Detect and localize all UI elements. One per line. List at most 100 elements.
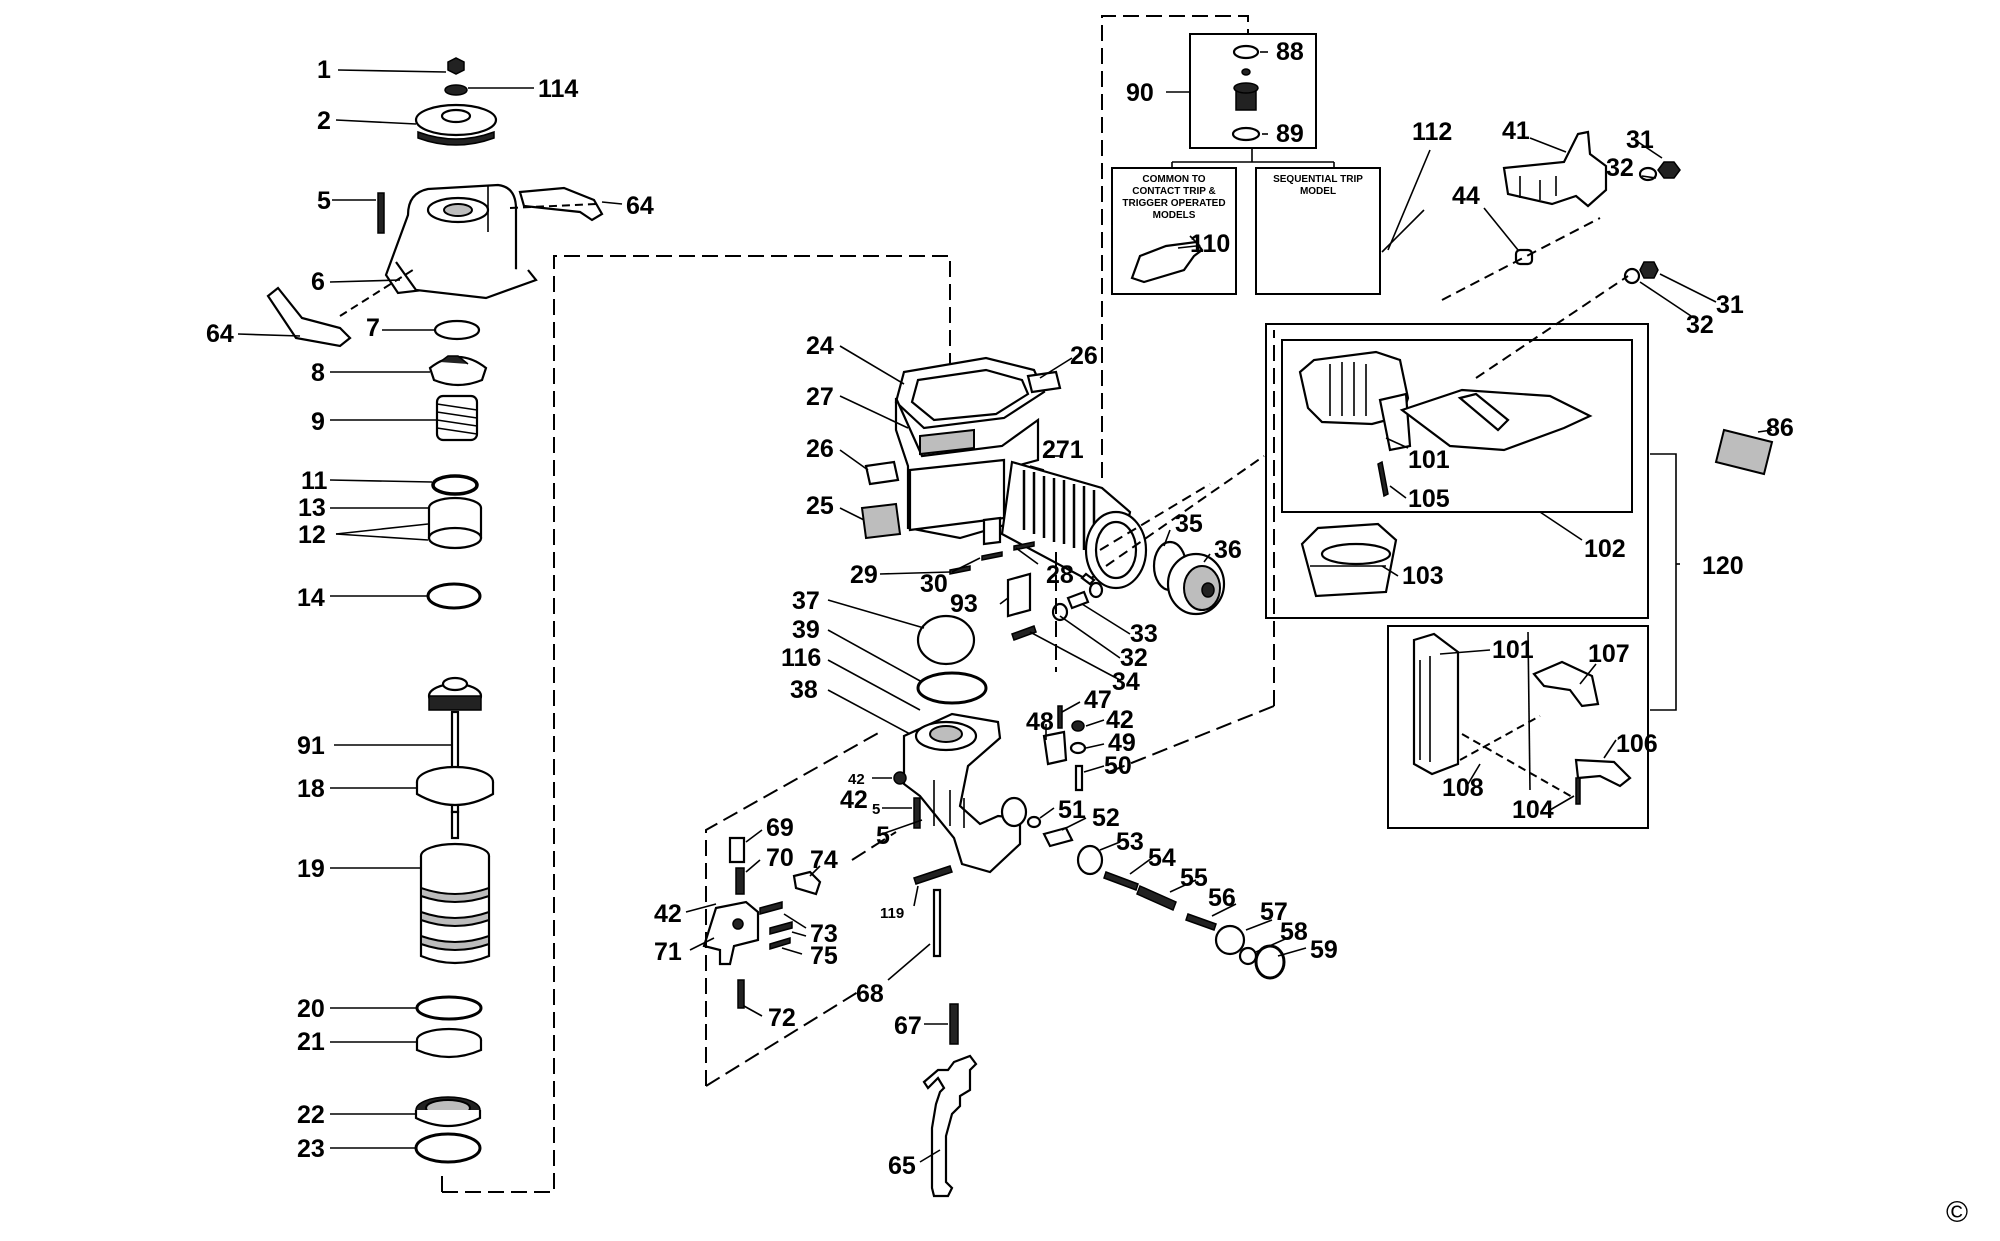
callout-110: 110	[1190, 230, 1230, 258]
callout-27: 27	[806, 383, 834, 411]
callout-65: 65	[888, 1152, 916, 1180]
callout-112: 112	[1412, 118, 1452, 146]
dashed-trigger-group	[705, 731, 897, 1087]
part-103-magazine-base	[1300, 522, 1398, 598]
part-69-pin	[728, 836, 746, 864]
leader-lines-left	[237, 69, 623, 1149]
callout-106: 106	[1616, 730, 1658, 758]
callout-25: 25	[806, 492, 834, 520]
part-34-screw	[1011, 625, 1037, 641]
part-33-sleeve	[1066, 590, 1090, 610]
callout-42: 42	[848, 771, 865, 788]
part-91-driver-assembly	[427, 676, 483, 814]
callout-19: 19	[297, 855, 325, 883]
callout-52: 52	[1092, 804, 1120, 832]
callout-56: 56	[1208, 884, 1236, 912]
part-48-clip	[1042, 730, 1068, 766]
part-20-oring	[415, 995, 483, 1021]
callout-89: 89	[1276, 120, 1304, 148]
callout-108: 108	[1442, 774, 1484, 802]
callout-34: 34	[1112, 668, 1140, 696]
part-5-screw	[377, 192, 385, 234]
dashed-connector-left	[442, 255, 951, 1193]
part-101-magazine-cover	[1298, 350, 1593, 452]
part-64-gasket-left	[266, 286, 352, 348]
part-37-valve-ball	[916, 614, 976, 666]
copyright-symbol: ©	[1946, 1196, 1968, 1229]
callout-31: 31	[1626, 126, 1654, 154]
part-51-oring	[1026, 815, 1042, 829]
callout-47: 47	[1084, 686, 1112, 714]
callout-32: 32	[1120, 644, 1148, 672]
part-26-label-left	[864, 460, 900, 486]
contact-trip-note-3: TRIGGER OPERATED	[1122, 198, 1225, 209]
part-18-bumper	[415, 765, 495, 807]
callout-48: 48	[1026, 708, 1054, 736]
callout-7: 7	[366, 314, 380, 342]
part-6-cylinder-cap	[384, 183, 538, 300]
part-49-washer	[1069, 741, 1087, 755]
box-120-outer	[1265, 323, 1649, 619]
part-74-clip	[792, 870, 822, 896]
part-70-spring	[735, 867, 745, 895]
box-102-magazine-assembly	[1281, 339, 1633, 513]
part-2-cap	[414, 103, 498, 146]
callout-67: 67	[894, 1012, 922, 1040]
callout-26: 26	[806, 435, 834, 463]
callout-31: 31	[1716, 291, 1744, 319]
callout-102: 102	[1584, 535, 1626, 563]
callout-20: 20	[297, 995, 325, 1023]
callout-59: 59	[1310, 936, 1338, 964]
part-42-nut	[893, 771, 907, 785]
callout-32: 32	[1606, 154, 1634, 182]
part-54-spring	[1103, 871, 1139, 891]
callout-49: 49	[1108, 729, 1136, 757]
callout-114: 114	[538, 75, 578, 103]
callout-74: 74	[810, 846, 838, 874]
callout-50: 50	[1104, 752, 1132, 780]
callout-6: 6	[311, 268, 325, 296]
part-44-sleeve	[1514, 248, 1534, 266]
callout-103: 103	[1402, 562, 1444, 590]
part-73-pins	[759, 901, 793, 935]
callout-23: 23	[297, 1135, 325, 1163]
contact-trip-note-2: CONTACT TRIP &	[1132, 186, 1216, 197]
leader-lines-right	[1381, 137, 1773, 811]
part-7-oring	[433, 319, 481, 341]
sequential-trip-note-2: MODEL	[1300, 186, 1336, 197]
part-72-screw	[737, 979, 745, 1009]
callout-101: 101	[1408, 446, 1450, 474]
part-23-oring	[414, 1132, 482, 1164]
callout-28: 28	[1046, 561, 1074, 589]
box-90-valve-assembly	[1166, 33, 1317, 149]
callout-93: 93	[950, 590, 978, 618]
callout-12: 12	[298, 521, 326, 549]
callout-58: 58	[1280, 918, 1308, 946]
callout-72: 72	[768, 1004, 796, 1032]
callout-64: 64	[206, 320, 234, 348]
callout-70: 70	[766, 844, 794, 872]
callout-57: 57	[1260, 898, 1288, 926]
part-114-washer	[444, 84, 468, 96]
part-5-screw-lower	[913, 797, 921, 829]
part-47-pin	[1057, 705, 1063, 729]
part-56-pin	[1185, 913, 1217, 931]
part-71-trigger	[702, 900, 760, 966]
contact-trip-note-4: MODELS	[1153, 210, 1196, 221]
part-32-washer-mid	[1623, 267, 1641, 285]
callout-37: 37	[792, 587, 820, 615]
box-sequential-trip	[1255, 167, 1381, 295]
part-50-pin	[1074, 764, 1084, 792]
part-13-piston-ring	[427, 496, 483, 550]
part-11-oring	[431, 474, 479, 496]
callout-64: 64	[626, 192, 654, 220]
part-104-pin	[1575, 777, 1581, 805]
callout-90: 90	[1126, 79, 1154, 107]
callout-71: 71	[654, 938, 682, 966]
callout-55: 55	[1180, 864, 1208, 892]
callout-88: 88	[1276, 38, 1304, 66]
callout-9: 9	[311, 408, 325, 436]
part-55-spring	[1136, 884, 1177, 912]
